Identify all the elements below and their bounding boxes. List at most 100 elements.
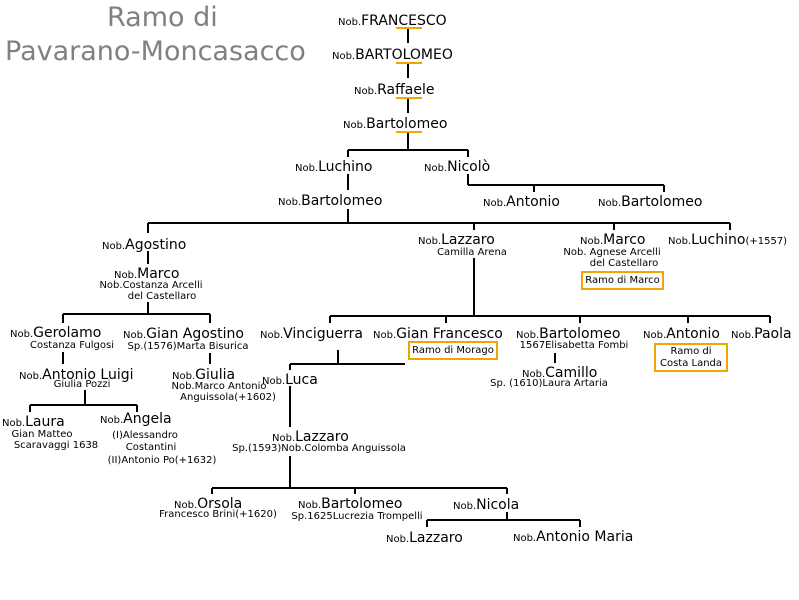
person-name: Lazzaro xyxy=(409,530,463,546)
title-prefix: Nob. xyxy=(453,501,477,512)
person-name: FRANCESCO xyxy=(361,13,447,29)
title-prefix: Nob. xyxy=(338,17,362,28)
person-nicola: Nob.Nicola xyxy=(453,496,519,515)
title-prefix: Nob. xyxy=(10,329,34,340)
branch-costa-landa-line1: Ramo di xyxy=(670,345,712,357)
person-name: Nicola xyxy=(476,497,520,513)
person-name: Antonio xyxy=(666,326,720,342)
person-nicolo: Nob.Nicolò xyxy=(424,158,490,177)
title-prefix: Nob. xyxy=(386,534,410,545)
title-prefix: Nob. xyxy=(272,433,296,444)
title-prefix: Nob. xyxy=(260,330,284,341)
person-name: Lazzaro xyxy=(295,429,349,445)
title-prefix: Nob. xyxy=(172,371,196,382)
spouse-marco-2-line2: del Castellaro xyxy=(127,291,197,302)
spouse-bartolomeo-5: 1567Elisabetta Fombi xyxy=(519,340,629,351)
branch-costa-landa-line2: Costa Landa xyxy=(659,357,723,369)
person-gian-agostino: Nob.Gian Agostino xyxy=(123,325,244,344)
person-name: Vinciguerra xyxy=(283,326,363,342)
person-name: Bartolomeo xyxy=(621,194,703,210)
person-name: Bartolomeo xyxy=(366,116,448,132)
person-name: Gian Agostino xyxy=(146,326,244,342)
person-vinciguerra: Nob.Vinciguerra xyxy=(260,325,363,344)
person-name: Giulia xyxy=(195,367,236,383)
title-prefix: Nob. xyxy=(580,236,604,247)
spouse-marco-2-line1: Nob.Costanza Arcelli xyxy=(99,280,203,291)
person-raffaele: Nob.Raffaele xyxy=(354,81,434,100)
spouse-giulia-line2: Anguissola(+1602) xyxy=(180,392,276,403)
spouse-orsola: Francesco Brini(+1620) xyxy=(159,509,277,520)
title-prefix: Nob. xyxy=(354,86,378,97)
person-bartolomeo-1: Nob.BARTOLOMEO xyxy=(332,46,453,65)
title-prefix: Nob. xyxy=(668,236,692,247)
spouse-giulia-line1: Nob.Marco Antonio xyxy=(171,381,267,392)
person-name: Nicolò xyxy=(447,159,491,175)
person-name: Antonio xyxy=(506,194,560,210)
title-prefix: Nob. xyxy=(522,369,546,380)
person-orsola: Nob.Orsola xyxy=(174,495,242,514)
person-name: Camillo xyxy=(545,365,598,381)
person-name: Marco xyxy=(603,232,646,248)
person-antonio-2: Nob.Antonio xyxy=(643,325,720,344)
person-name: Bartolomeo xyxy=(539,326,621,342)
title-prefix: Nob. xyxy=(262,376,286,387)
spouse-laura-line1: Gian Matteo xyxy=(11,429,73,440)
person-bartolomeo-2: Nob.Bartolomeo xyxy=(343,115,447,134)
title-prefix: Nob. xyxy=(174,500,198,511)
person-name: Gerolamo xyxy=(33,325,102,341)
person-marco-2: Nob.Marco xyxy=(114,265,180,284)
title-prefix: Nob. xyxy=(373,330,397,341)
person-marco-1: Nob.Marco xyxy=(580,231,646,250)
person-name: Luchino xyxy=(691,232,746,248)
person-name: Antonio Maria xyxy=(536,529,634,545)
person-name: Luchino xyxy=(318,159,373,175)
title-prefix: Nob. xyxy=(483,198,507,209)
person-angela: Nob.Angela xyxy=(100,410,172,429)
spouse-angela-line2: Costantini xyxy=(125,442,177,453)
person-luca: Nob.Luca xyxy=(262,371,318,390)
title-prefix: Nob. xyxy=(343,120,367,131)
title-prefix: Nob. xyxy=(298,500,322,511)
person-name: Marco xyxy=(137,266,180,282)
title-prefix: Nob. xyxy=(731,330,755,341)
title-line-2: Pavarano-Moncasacco xyxy=(5,36,306,67)
person-name: Lazzaro xyxy=(441,232,495,248)
person-agostino: Nob.Agostino xyxy=(102,236,186,255)
title-prefix: Nob. xyxy=(418,236,442,247)
person-name: Laura xyxy=(25,414,65,430)
person-paola: Nob.Paola xyxy=(731,325,792,344)
title-prefix: Nob. xyxy=(424,163,448,174)
person-name: Bartolomeo xyxy=(301,193,383,209)
spouse-gerolamo: Costanza Fulgosi xyxy=(29,340,115,351)
title-prefix: Nob. xyxy=(598,198,622,209)
title-prefix: Nob. xyxy=(295,163,319,174)
person-giulia: Nob.Giulia xyxy=(172,366,235,385)
person-name: Paola xyxy=(754,326,792,342)
person-name: Antonio Luigi xyxy=(42,367,134,383)
person-bartolomeo-4: Nob.Bartolomeo xyxy=(598,193,702,212)
person-name: BARTOLOMEO xyxy=(355,47,453,63)
spouse-laura-line2: Scaravaggi 1638 xyxy=(13,440,99,451)
person-francesco: Nob.FRANCESCO xyxy=(338,12,447,31)
title-prefix: Nob. xyxy=(513,533,537,544)
title-prefix: Nob. xyxy=(114,270,138,281)
person-name: Luca xyxy=(285,372,318,388)
death-year: (+1557) xyxy=(745,236,788,247)
title-prefix: Nob. xyxy=(102,241,126,252)
spouse-angela-line3: (II)Antonio Po(+1632) xyxy=(107,455,217,466)
title-prefix: Nob. xyxy=(19,371,43,382)
person-luchino-2: Nob.Luchino(+1557) xyxy=(668,231,787,250)
spouse-angela-line1: (I)Alessandro xyxy=(112,430,178,441)
spouse-lazzaro-1: Camilla Arena xyxy=(437,247,507,258)
person-antonio-1: Nob.Antonio xyxy=(483,193,560,212)
person-lazzaro-1: Nob.Lazzaro xyxy=(418,231,495,250)
spouse-bartolomeo-6: Sp.1625Lucrezia Trompelli xyxy=(291,511,423,522)
person-camillo: Nob.Camillo xyxy=(522,364,597,383)
person-lazzaro-2: Nob.Lazzaro xyxy=(272,428,349,447)
branch-link-ramo-di-morago[interactable]: Ramo di Morago xyxy=(408,341,498,360)
branch-link-ramo-di-marco[interactable]: Ramo di Marco xyxy=(581,271,664,290)
